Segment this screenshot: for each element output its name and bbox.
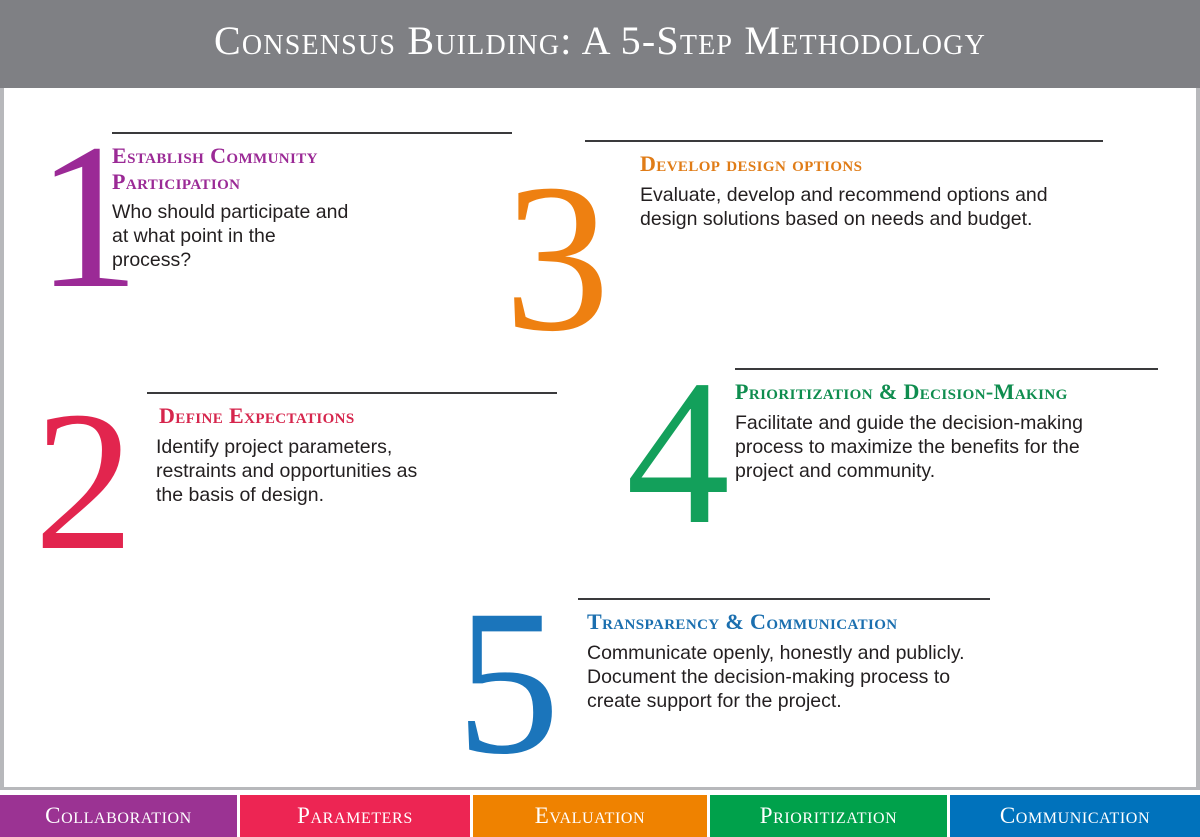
step-5-description: Communicate openly, honestly and publicl…: [587, 641, 965, 712]
step-5-numeral: 5: [456, 567, 560, 797]
step-4-numeral: 4: [626, 337, 730, 567]
step-4-title: Prioritization & Decision-Making: [735, 379, 1068, 404]
content-canvas: [0, 88, 1200, 790]
step-2-description: Identify project parameters, restraints …: [156, 435, 418, 506]
step-3-description: Evaluate, develop and recommend options …: [640, 183, 1048, 230]
footer-cell-collaboration[interactable]: Collaboration: [0, 795, 237, 837]
footer-label-prioritization: Prioritization: [759, 803, 898, 828]
step-2-numeral: 2: [34, 371, 134, 592]
step-5-title: Transparency & Communication: [587, 609, 898, 634]
step-4-description: Facilitate and guide the decision-making…: [735, 411, 1083, 482]
page-title: Consensus Building: A 5-Step Methodology: [213, 18, 987, 63]
step-1-rule: [112, 132, 512, 134]
title-bar: Consensus Building: A 5-Step Methodology: [0, 0, 1200, 88]
footer-label-collaboration: Collaboration: [45, 803, 192, 828]
footer-label-parameters: Parameters: [297, 803, 413, 828]
footer-cell-prioritization[interactable]: Prioritization: [710, 795, 947, 837]
step-3-numeral: 3: [504, 140, 610, 375]
step-1-description: Who should participate and at what point…: [112, 201, 349, 272]
step-1-title: Establish Community Participation: [112, 143, 318, 194]
footer-cell-communication[interactable]: Communication: [950, 795, 1200, 837]
step-2-rule: [147, 392, 557, 394]
step-1-numeral: 1: [36, 101, 140, 331]
step-3-rule: [585, 140, 1103, 142]
step-3-title: Develop design options: [640, 151, 863, 176]
footer-cell-evaluation[interactable]: Evaluation: [473, 795, 707, 837]
footer-label-communication: Communication: [999, 803, 1151, 828]
step-4-rule: [735, 368, 1158, 370]
step-5-rule: [578, 598, 990, 600]
footer-label-evaluation: Evaluation: [534, 803, 646, 828]
step-2-title: Define Expectations: [159, 403, 355, 428]
footer-cell-parameters[interactable]: Parameters: [240, 795, 470, 837]
footer-legend: Collaboration Parameters Evaluation Prio…: [0, 795, 1200, 837]
